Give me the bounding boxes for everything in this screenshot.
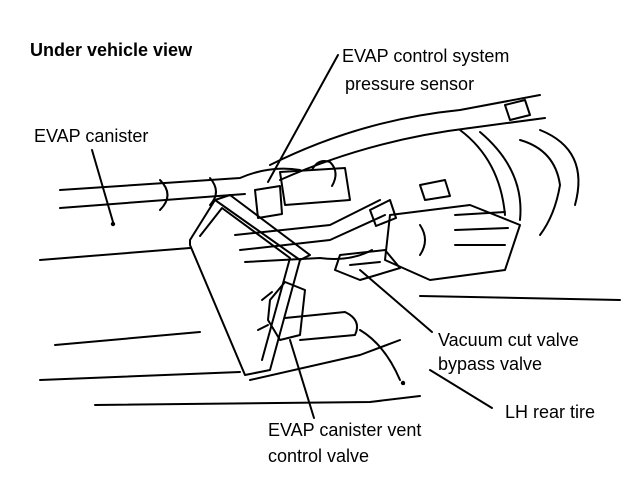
hose (239, 214, 386, 251)
leader-pressure-sensor (267, 54, 339, 183)
hose (59, 193, 246, 209)
leader-vacuum-cut (359, 269, 433, 333)
vacuum-cut-label-2: bypass valve (438, 354, 543, 374)
rear-tire (359, 329, 401, 381)
hose (59, 167, 301, 191)
frame-line (54, 331, 201, 346)
canister-label: EVAP canister (34, 126, 149, 146)
leader-vent-valve (289, 339, 315, 419)
floor-line (249, 339, 401, 381)
frame-line (39, 371, 241, 381)
leader-canister (91, 149, 114, 223)
marker-dot (400, 380, 406, 386)
pipe (269, 94, 541, 166)
frame-line (419, 295, 621, 301)
pressure-sensor-label-1: EVAP control system (342, 46, 510, 66)
pipe (279, 117, 546, 181)
hose (234, 199, 381, 236)
vent-valve-label-1: EVAP canister vent (268, 420, 422, 440)
vacuum-cut-label-1: Vacuum cut valve (438, 330, 579, 350)
marker-dot (110, 221, 116, 227)
frame-line (39, 247, 191, 261)
view-title: Under vehicle view (30, 40, 193, 60)
center-assembly (384, 204, 521, 281)
pressure-sensor (279, 167, 351, 206)
rear-tire-label: LH rear tire (505, 402, 596, 422)
floor-line (94, 395, 421, 406)
leader-rear-tire (429, 369, 493, 409)
vent-valve-label-2: control valve (268, 446, 370, 466)
vent-valve (267, 281, 306, 341)
pressure-sensor-label-2: pressure sensor (345, 74, 475, 94)
